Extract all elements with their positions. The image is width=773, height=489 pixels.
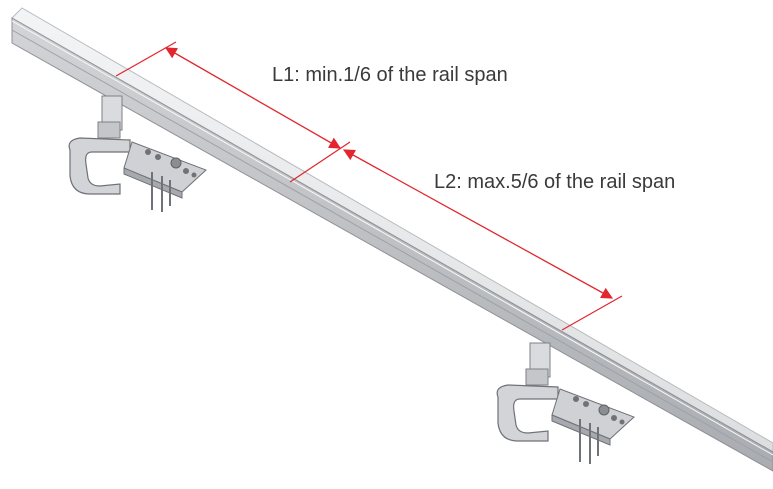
rail-groove [11, 29, 773, 463]
extension-line-end [561, 295, 623, 331]
l2-dimension-label: L2: max.5/6 of the rail span [434, 171, 676, 193]
dimension-arrow-l1 [164, 47, 342, 149]
dimension-arrow-l2 [342, 149, 614, 299]
extension-line-start [115, 41, 177, 77]
bracket-hook [496, 384, 559, 442]
bracket-hook [68, 137, 131, 195]
mounting-bracket-left [68, 95, 207, 212]
dimension-annotations [115, 41, 623, 331]
extension-line-middle [289, 141, 351, 183]
l1-dimension-label: L1: min.1/6 of the rail span [272, 64, 508, 86]
mounting-bracket-right [496, 342, 635, 464]
